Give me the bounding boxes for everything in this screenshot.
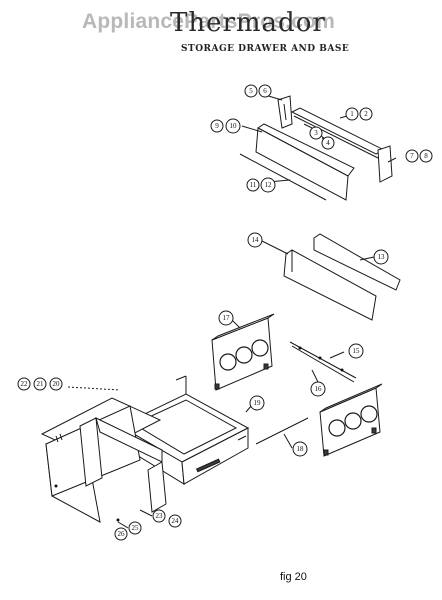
svg-text:20: 20 [53,380,61,388]
brand-title: Thermador [170,8,326,38]
svg-text:19: 19 [254,399,262,407]
short-rod-part [255,417,309,445]
svg-text:25: 25 [132,524,140,532]
callout-13: 13 [373,249,389,265]
svg-text:3: 3 [314,129,318,137]
callout-15: 15 [348,343,364,359]
svg-text:22: 22 [21,380,29,388]
callout-17: 17 [218,310,234,326]
callout-20: 20 [49,377,63,391]
svg-text:4: 4 [326,139,330,147]
svg-text:17: 17 [223,314,231,322]
svg-text:21: 21 [37,380,45,388]
svg-text:15: 15 [353,347,361,355]
svg-text:8: 8 [424,152,428,160]
front-trim-face [255,127,349,201]
callout-12: 12 [260,177,276,193]
svg-text:7: 7 [410,152,414,160]
callout-6: 6 [258,84,272,98]
callout-25: 25 [128,521,142,535]
callout-26: 26 [114,527,128,541]
base-left-post [79,417,103,487]
svg-text:23: 23 [156,512,164,520]
callout-10: 10 [225,118,241,134]
callout-22: 22 [17,377,31,391]
diagram-subtitle: STORAGE DRAWER AND BASE [181,44,350,54]
callout-24: 24 [168,514,182,528]
callout-1: 1 [345,107,359,121]
callout-3: 3 [309,126,323,140]
svg-text:11: 11 [250,181,257,189]
watermark-text: AppliancePartsPros.com [82,10,335,33]
callout-19: 19 [249,395,265,411]
callout-11: 11 [246,178,260,192]
callout-7: 7 [405,149,419,163]
callout-23: 23 [152,509,166,523]
svg-text:13: 13 [378,253,386,261]
svg-text:6: 6 [263,87,267,95]
svg-text:2: 2 [364,110,368,118]
svg-text:12: 12 [265,181,273,189]
callout-16: 16 [310,381,326,397]
front-panel-part [283,249,377,321]
right-bracket-part [377,145,393,183]
callout-18: 18 [292,441,308,457]
svg-text:10: 10 [230,122,238,130]
callout-5: 5 [244,84,258,98]
callout-4: 4 [321,136,335,150]
svg-text:24: 24 [172,517,180,525]
svg-text:5: 5 [249,87,253,95]
callout-2: 2 [359,107,373,121]
svg-text:18: 18 [297,445,305,453]
callout-14: 14 [247,232,263,248]
svg-text:26: 26 [118,530,126,538]
base-right-post [147,461,167,513]
thin-rod-part [239,153,327,201]
svg-text:16: 16 [315,385,323,393]
svg-text:9: 9 [215,122,219,130]
svg-text:14: 14 [252,236,260,244]
svg-text:1: 1 [350,110,354,118]
figure-label: fig 20 [280,571,307,583]
callout-9: 9 [210,119,224,133]
rear-panel-part [313,233,401,291]
callout-21: 21 [33,377,47,391]
callout-8: 8 [419,149,433,163]
